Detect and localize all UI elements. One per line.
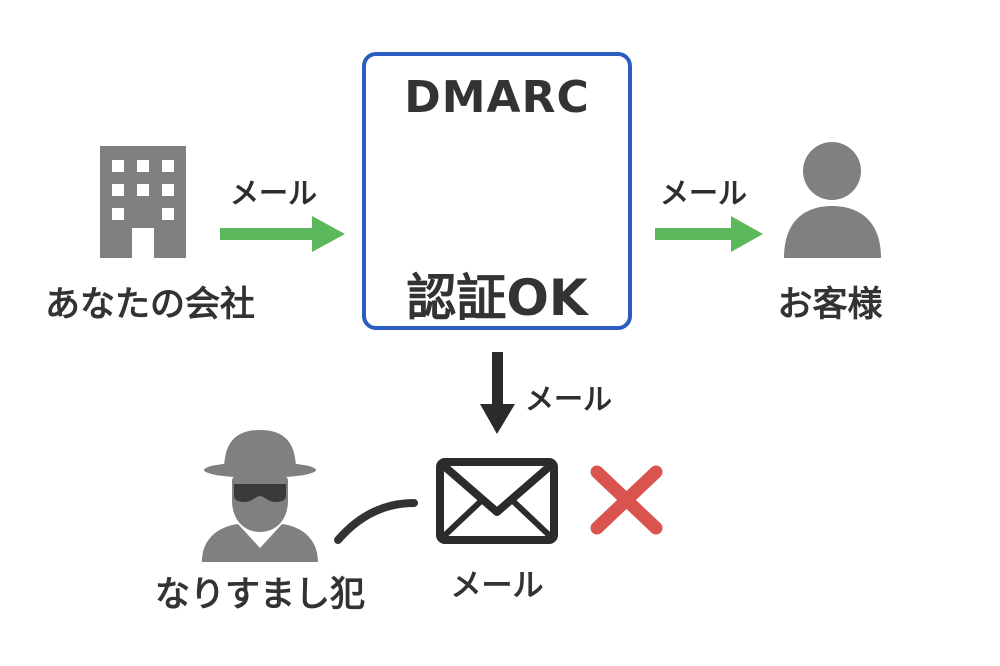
dmarc-title: DMARC bbox=[404, 72, 590, 123]
arrow-dmarc-to-customer bbox=[655, 216, 763, 252]
company-label: あなたの会社 bbox=[44, 285, 255, 325]
auth-status-label: 認証OK bbox=[406, 269, 588, 327]
spy-icon bbox=[202, 430, 318, 562]
edge-label-dmarc-to-mail: メール bbox=[525, 382, 613, 416]
person-icon bbox=[784, 142, 881, 258]
impostor-label: なりすまし犯 bbox=[154, 575, 365, 615]
impostor-connector bbox=[334, 499, 418, 544]
edge-label-dmarc-to-customer: メール bbox=[660, 176, 748, 210]
dmarc-box bbox=[362, 52, 632, 330]
edge-label-company-to-dmarc: メール bbox=[230, 176, 318, 210]
reject-x-icon bbox=[590, 465, 663, 535]
arrow-dmarc-to-mail bbox=[480, 352, 515, 434]
building-icon bbox=[100, 146, 186, 258]
arrow-company-to-dmarc bbox=[220, 216, 345, 252]
spoofed-mail-label: メール bbox=[450, 568, 544, 604]
customer-label: お客様 bbox=[777, 285, 883, 325]
envelope-icon bbox=[436, 458, 558, 544]
